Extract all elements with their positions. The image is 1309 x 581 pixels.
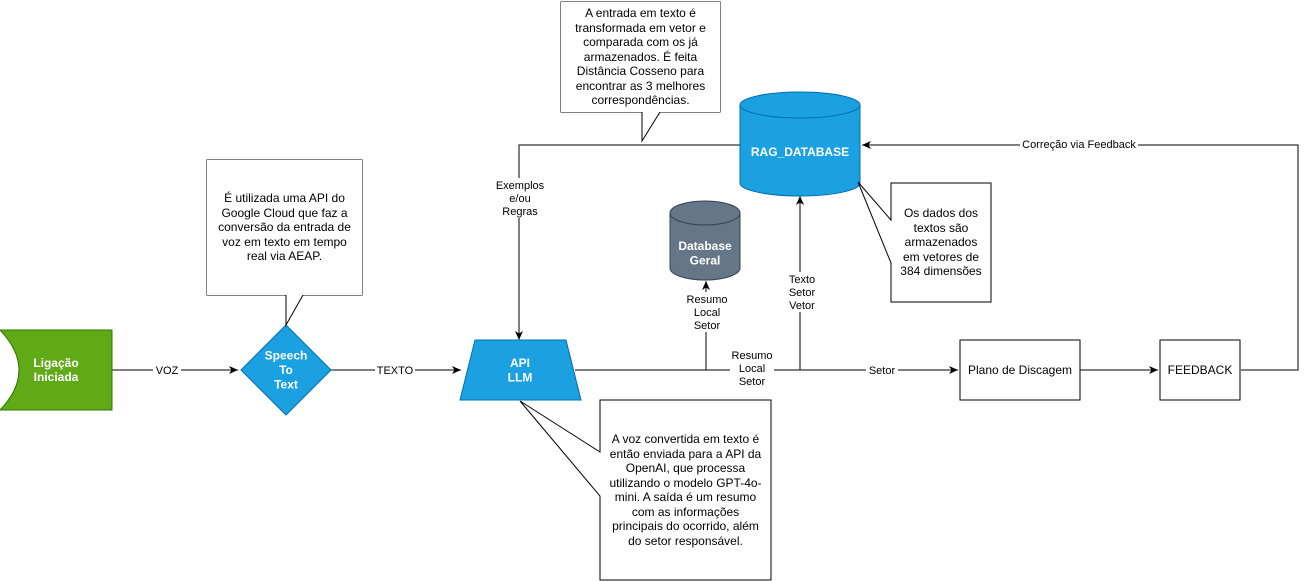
feedback-node bbox=[1159, 339, 1241, 401]
llm-note-text: A voz convertida em texto é então enviad… bbox=[609, 432, 762, 548]
edge-label-texto: TEXTO bbox=[377, 365, 414, 377]
plano-de-discagem-label: Plano de Discagem bbox=[968, 363, 1072, 377]
feedback-label: FEEDBACK bbox=[1168, 363, 1233, 377]
edge-label-correcao: Correção via Feedback bbox=[1022, 139, 1136, 151]
database-geral-node bbox=[669, 200, 741, 281]
edge-label-voz: VOZ bbox=[156, 365, 179, 377]
plano-de-discagem-node bbox=[959, 339, 1081, 401]
llm-note: A voz convertida em texto é então enviad… bbox=[601, 401, 770, 579]
api-llm-node bbox=[459, 339, 582, 401]
rag-note: A entrada em texto é transformada em vet… bbox=[561, 2, 720, 112]
speech-to-text-node bbox=[240, 324, 332, 416]
edge-label-setor: Setor bbox=[869, 365, 896, 377]
speech-note: É utilizada uma API do Google Cloud que … bbox=[207, 160, 362, 295]
rag-database-node bbox=[739, 91, 861, 197]
start-node bbox=[0, 329, 113, 411]
vector-note: Os dados dos textos são armazenados em v… bbox=[892, 184, 990, 301]
vector-note-text: Os dados dos textos são armazenados em v… bbox=[900, 206, 982, 279]
speech-note-text: É utilizada uma API do Google Cloud que … bbox=[218, 191, 351, 264]
rag-note-text: A entrada em texto é transformada em vet… bbox=[575, 6, 706, 108]
rag-database-label: RAG_DATABASE bbox=[751, 145, 849, 159]
edge-rag-to-llm bbox=[515, 144, 740, 340]
